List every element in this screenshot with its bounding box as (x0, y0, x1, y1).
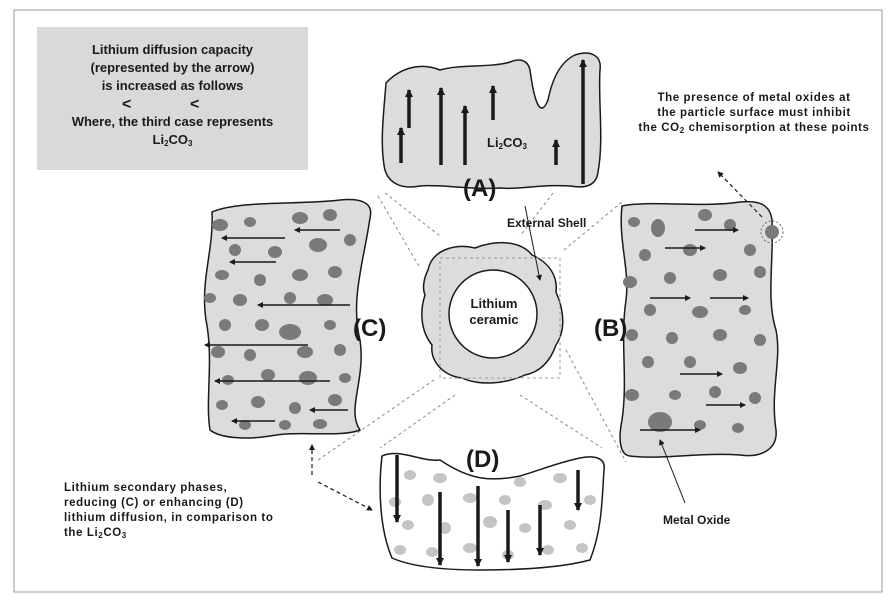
annotation-bl-sub2: 3 (122, 531, 127, 540)
annotation-tr-co: the CO (638, 122, 679, 134)
center-label-line-2: ceramic (468, 312, 520, 328)
legend-line-2: (represented by the arrow) (37, 59, 308, 77)
panel-a-formula-co: CO (503, 135, 523, 150)
center-label: Lithium ceramic (468, 296, 520, 328)
panel-b-label: (B) (594, 315, 627, 343)
panel-a-formula-li: Li (487, 135, 499, 150)
annotation-bl-co: CO (103, 527, 121, 539)
center-label-line-1: Lithium (468, 296, 520, 312)
legend-line-5: Li2CO3 (37, 131, 308, 153)
legend-formula-li: Li (153, 132, 165, 147)
annotation-metal-oxides-surface: The presence of metal oxides at the part… (628, 91, 880, 138)
panel-d-label: (D) (466, 446, 499, 474)
legend-line-1: Lithium diffusion capacity (37, 41, 308, 59)
panel-a-formula-sub2: 3 (523, 142, 527, 151)
legend-formula-co: CO (169, 132, 189, 147)
lt-symbol-1: < (122, 96, 131, 114)
annotation-bl-line-1: Lithium secondary phases, (64, 481, 324, 496)
annotation-tr-line-3: the CO2 chemisorption at these points (628, 121, 880, 138)
callout-arrow-d (318, 482, 372, 510)
panel-a-formula: Li2CO3 (487, 135, 527, 151)
annotation-secondary-phases: Lithium secondary phases, reducing (C) o… (64, 481, 324, 543)
annotation-bl-line-2: reducing (C) or enhancing (D) (64, 496, 324, 511)
legend-formula-sub2: 3 (188, 139, 192, 148)
annotation-tr-line-2: the particle surface must inhibit (628, 106, 880, 121)
panel-b (620, 202, 779, 458)
legend-arrow-row: < < (37, 95, 308, 113)
legend-line-3: is increased as follows (37, 77, 308, 95)
panel-c-label: (C) (353, 315, 386, 343)
panel-a (382, 53, 600, 188)
metal-oxide-label: Metal Oxide (663, 513, 730, 527)
panel-c (204, 200, 371, 438)
legend-line-4: Where, the third case represents (37, 113, 308, 131)
annotation-bl-line-3: lithium diffusion, in comparison to (64, 511, 324, 526)
annotation-bl-li: the Li (64, 527, 98, 539)
annotation-tr-tail: chemisorption at these points (685, 122, 870, 134)
external-shell-label: External Shell (507, 216, 586, 230)
annotation-bl-line-4: the Li2CO3 (64, 526, 324, 543)
panel-a-label: (A) (463, 175, 496, 203)
lt-symbol-2: < (190, 96, 199, 114)
annotation-tr-line-1: The presence of metal oxides at (628, 91, 880, 106)
legend-box: Lithium diffusion capacity (represented … (37, 27, 308, 170)
